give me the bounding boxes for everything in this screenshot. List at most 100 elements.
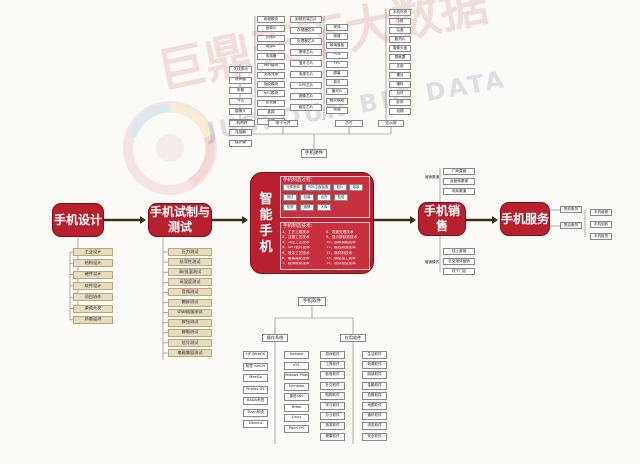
tech-item: 3、冲压工艺技术 — [282, 240, 310, 245]
sales-mode: 线下门店 — [443, 268, 475, 275]
hardware-item: 辅料 — [389, 81, 411, 88]
design-item: 工业设计 — [73, 248, 113, 256]
node-sales: 手机销售 — [418, 202, 466, 236]
trial-item: 高湿度测试 — [168, 278, 212, 287]
app-item: 办公软件 — [320, 412, 345, 421]
tech-item: 9、显示屏制造技术 — [326, 235, 358, 239]
tech-item: 4、SMT贴片技术 — [282, 245, 310, 250]
arrow-head — [410, 216, 416, 224]
software-label: 手机软件 — [298, 297, 326, 306]
app-item: 拍照软件 — [362, 391, 387, 400]
os-item: 阿里 YunOS — [243, 362, 268, 371]
hardware-item: 指纹模块 — [257, 81, 285, 89]
hardware-item: 触控模组 — [326, 97, 348, 105]
hardware-item: 射频前端芯片 — [290, 16, 322, 23]
process-step: 贴片 — [333, 184, 347, 191]
tech-item: 11、触控制造技术 — [326, 245, 356, 250]
hardware-item: PCB — [326, 51, 348, 59]
app-item: 通讯软件 — [362, 412, 387, 421]
process-step: PCB主板制造 — [305, 184, 331, 191]
hardware-item: WiFi模块 — [257, 62, 285, 70]
trial-item: 压力测试 — [168, 248, 212, 256]
design-item: 渠道开发 — [73, 304, 113, 313]
sales-group: 营销模式 — [425, 260, 439, 265]
sales-channel: 厂商直销 — [443, 168, 475, 175]
hardware-group: 显示屏 — [378, 120, 404, 127]
hardware-item: 滤波器 — [257, 99, 285, 107]
hardware-item: 胶带 — [389, 99, 411, 106]
tech-item: 6、组装装配技术 — [282, 256, 310, 261]
app-item: 购物软件 — [320, 391, 345, 400]
design-item: 质量监测 — [73, 315, 113, 324]
process-step: 入库 — [317, 204, 331, 211]
tech-item: 12、新材料技术 — [326, 251, 353, 255]
service-item: 手机维修 — [590, 209, 612, 216]
design-item: 硬件设计 — [73, 270, 113, 279]
hardware-item: 晶振 — [257, 109, 285, 116]
app-item: 生活软件 — [362, 351, 387, 359]
process-step: 检验 — [334, 194, 348, 201]
hardware-item: 屏幕 — [326, 70, 348, 77]
app-item: 学习软件 — [320, 402, 345, 410]
trial-item: 音频测试 — [168, 288, 212, 297]
app-item: 安全软件 — [362, 432, 387, 441]
process-step: 检测 — [283, 204, 297, 211]
hardware-item: 处理器芯片 — [290, 38, 322, 45]
os-item: Tizen系统 — [243, 408, 268, 417]
hardware-item: 摄像头盖 — [389, 45, 411, 52]
process-step: 出货 — [317, 194, 331, 201]
hardware-item: 无线充电 — [257, 71, 285, 79]
sales-channel: 运营商渠道 — [443, 178, 475, 185]
hardware-item: 电源芯片 — [290, 71, 322, 78]
hardware-item: 保护膜 — [229, 139, 252, 147]
os-item: Brew — [284, 403, 309, 412]
os-item: Palm OS — [284, 424, 309, 433]
design-item: 结构设计 — [73, 259, 113, 268]
hardware-item: 存储IC — [257, 34, 285, 42]
trial-item: 静电测试 — [168, 328, 212, 337]
os-item: Android — [284, 351, 309, 359]
hardware-item: 后盖 — [389, 27, 411, 34]
hardware-item: NFC模块 — [257, 90, 285, 98]
os-item: Windows Phone — [284, 372, 309, 380]
app-item: 影音软件 — [320, 371, 345, 380]
process-step: 包装 — [300, 194, 314, 201]
software-group: 操作系统 — [262, 334, 288, 342]
process-step: 测试 — [283, 194, 297, 201]
hardware-group: 机构件 — [229, 120, 255, 127]
node-design: 手机设计 — [52, 203, 104, 237]
node-smart-phone: 智能手机 — [259, 191, 273, 256]
hardware-item: 传感器 — [257, 53, 285, 61]
hardware-item: 音频IC — [257, 25, 285, 33]
trial-item: USB插拔测试 — [168, 308, 212, 317]
service-item: 手机回收 — [590, 221, 612, 228]
app-item: 浏览软件 — [362, 422, 387, 431]
hardware-item: 偏光片 — [326, 88, 348, 96]
tech-item: 10、摄像模组技术 — [326, 240, 356, 245]
os-item: iOS — [284, 361, 309, 370]
tech-item: 7、检测维修技术 — [282, 261, 310, 266]
trial-item: 抗弯性测试 — [168, 258, 212, 267]
service-group: 售后服务 — [560, 222, 582, 229]
hardware-item: 按键 — [326, 33, 348, 41]
hardware-item: 连接器 — [229, 129, 252, 136]
design-item: 项目协作 — [73, 293, 113, 302]
tech-panel — [280, 222, 370, 270]
app-item: 金融软件 — [362, 381, 387, 390]
hardware-item: 背光 — [326, 79, 348, 87]
os-item: HP WebOS — [243, 351, 268, 359]
os-item: Ubuntu — [243, 420, 268, 428]
hardware-item: 壳体 — [326, 24, 348, 31]
process-step: 维修 — [300, 204, 314, 211]
hardware-item: 螺丝 — [389, 72, 411, 79]
arrow-head — [140, 216, 146, 224]
hardware-label: 手机硬件 — [301, 149, 327, 158]
arrow-head — [242, 216, 248, 224]
hardware-item: 蓝牙芯片 — [290, 60, 322, 67]
software-group: 应用软件 — [340, 334, 366, 342]
hardware-item: 天线振动 — [229, 66, 252, 73]
hardware-item: 听筒 — [229, 87, 252, 94]
hardware-group: 电子元件 — [268, 120, 298, 127]
